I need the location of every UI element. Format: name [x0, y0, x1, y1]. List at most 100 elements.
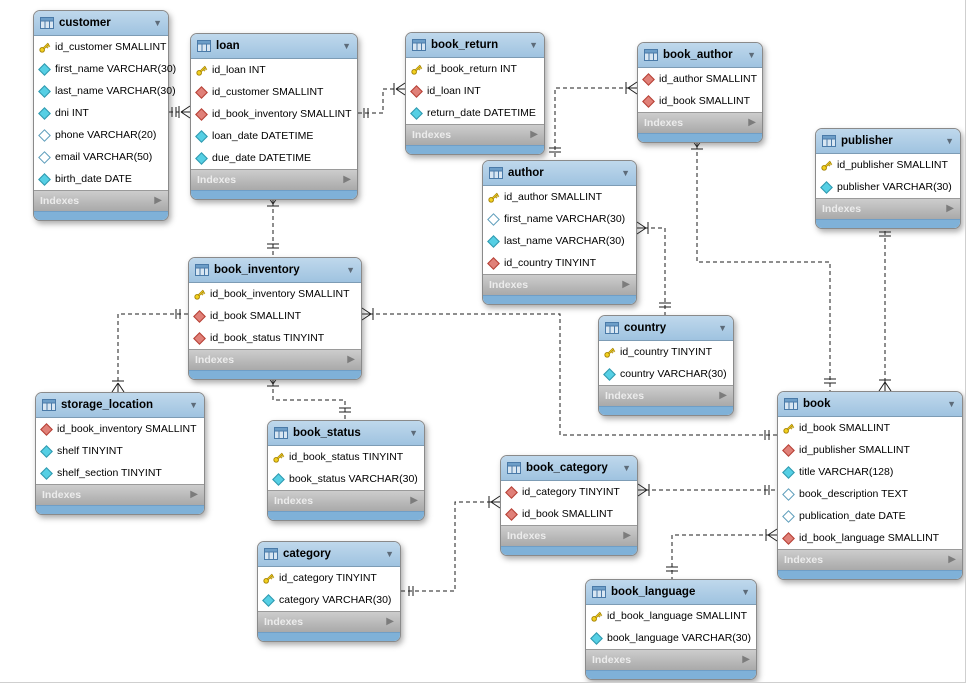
table-header[interactable]: book_author ▼: [638, 43, 762, 68]
column-row[interactable]: id_publisher SMALLINT: [778, 439, 962, 461]
column-row[interactable]: dni INT: [34, 102, 168, 124]
relationship-book-book_category[interactable]: [637, 483, 777, 497]
indexes-footer[interactable]: Indexes▶: [191, 169, 357, 190]
table-header[interactable]: author ▼: [483, 161, 636, 186]
column-row[interactable]: id_book SMALLINT: [638, 90, 762, 112]
column-row[interactable]: id_book_language SMALLINT: [778, 527, 962, 549]
table-category[interactable]: category ▼ id_category TINYINT category …: [257, 541, 401, 642]
column-row[interactable]: id_loan INT: [191, 59, 357, 81]
column-row[interactable]: id_country TINYINT: [483, 252, 636, 274]
collapse-arrow-icon[interactable]: ▼: [189, 399, 198, 410]
column-row[interactable]: id_author SMALLINT: [638, 68, 762, 90]
table-book_category[interactable]: book_category ▼ id_category TINYINT id_b…: [500, 455, 638, 556]
collapse-arrow-icon[interactable]: ▼: [153, 17, 162, 28]
column-row[interactable]: id_book SMALLINT: [501, 503, 637, 525]
column-row[interactable]: title VARCHAR(128): [778, 461, 962, 483]
expand-arrow-icon[interactable]: ▶: [948, 554, 956, 565]
table-book_return[interactable]: book_return ▼ id_book_return INT id_loan…: [405, 32, 545, 155]
expand-arrow-icon[interactable]: ▶: [386, 616, 394, 627]
column-row[interactable]: id_book_inventory SMALLINT: [36, 418, 204, 440]
column-row[interactable]: country VARCHAR(30): [599, 363, 733, 385]
indexes-footer[interactable]: Indexes▶: [778, 549, 962, 570]
column-row[interactable]: id_book_inventory SMALLINT: [189, 283, 361, 305]
expand-arrow-icon[interactable]: ▶: [623, 530, 631, 541]
collapse-arrow-icon[interactable]: ▼: [385, 548, 394, 559]
indexes-footer[interactable]: Indexes▶: [483, 274, 636, 295]
table-header[interactable]: publisher ▼: [816, 129, 960, 154]
indexes-footer[interactable]: Indexes▶: [258, 611, 400, 632]
table-storage_location[interactable]: storage_location ▼ id_book_inventory SMA…: [35, 392, 205, 515]
column-row[interactable]: book_description TEXT: [778, 483, 962, 505]
expand-arrow-icon[interactable]: ▶: [530, 129, 538, 140]
collapse-arrow-icon[interactable]: ▼: [409, 427, 418, 438]
indexes-footer[interactable]: Indexes▶: [34, 190, 168, 211]
collapse-arrow-icon[interactable]: ▼: [945, 135, 954, 146]
table-header[interactable]: book_inventory ▼: [189, 258, 361, 283]
column-row[interactable]: birth_date DATE: [34, 168, 168, 190]
table-author[interactable]: author ▼ id_author SMALLINT first_name V…: [482, 160, 637, 305]
column-row[interactable]: last_name VARCHAR(30): [34, 80, 176, 102]
column-row[interactable]: return_date DATETIME: [406, 102, 544, 124]
table-book_author[interactable]: book_author ▼ id_author SMALLINT id_book…: [637, 42, 763, 143]
table-book_inventory[interactable]: book_inventory ▼ id_book_inventory SMALL…: [188, 257, 362, 380]
indexes-footer[interactable]: Indexes▶: [599, 385, 733, 406]
table-book_language[interactable]: book_language ▼ id_book_language SMALLIN…: [585, 579, 757, 680]
indexes-footer[interactable]: Indexes▶: [189, 349, 361, 370]
expand-arrow-icon[interactable]: ▶: [343, 174, 351, 185]
column-row[interactable]: category VARCHAR(30): [258, 589, 400, 611]
table-customer[interactable]: customer ▼ id_customer SMALLINT first_na…: [33, 10, 176, 221]
collapse-arrow-icon[interactable]: ▼: [529, 39, 538, 50]
indexes-footer[interactable]: Indexes▶: [268, 490, 424, 511]
expand-arrow-icon[interactable]: ▶: [347, 354, 355, 365]
table-book_status[interactable]: book_status ▼ id_book_status TINYINT boo…: [267, 420, 425, 521]
relationship-book_inventory-storage_location[interactable]: [111, 309, 188, 393]
column-row[interactable]: id_publisher SMALLINT: [816, 154, 960, 176]
table-header[interactable]: book_language ▼: [586, 580, 756, 605]
relationship-book_language-book[interactable]: [666, 528, 778, 579]
relationship-customer-loan[interactable]: [169, 105, 191, 119]
indexes-footer[interactable]: Indexes▶: [816, 198, 960, 219]
table-header[interactable]: loan ▼: [191, 34, 357, 59]
column-row[interactable]: id_customer SMALLINT: [34, 36, 168, 58]
column-row[interactable]: id_book SMALLINT: [189, 305, 361, 327]
relationship-category-book_category[interactable]: [401, 495, 501, 596]
collapse-arrow-icon[interactable]: ▼: [747, 49, 756, 60]
collapse-arrow-icon[interactable]: ▼: [346, 264, 355, 275]
column-row[interactable]: id_customer SMALLINT: [191, 81, 357, 103]
relationship-book-book_inventory[interactable]: [361, 307, 777, 440]
expand-arrow-icon[interactable]: ▶: [622, 279, 630, 290]
indexes-footer[interactable]: Indexes▶: [36, 484, 204, 505]
collapse-arrow-icon[interactable]: ▼: [947, 398, 956, 409]
column-row[interactable]: loan_date DATETIME: [191, 125, 357, 147]
table-header[interactable]: category ▼: [258, 542, 400, 567]
table-header[interactable]: book_return ▼: [406, 33, 544, 58]
column-row[interactable]: first_name VARCHAR(30): [34, 58, 176, 80]
indexes-footer[interactable]: Indexes▶: [586, 649, 756, 670]
expand-arrow-icon[interactable]: ▶: [748, 117, 756, 128]
collapse-arrow-icon[interactable]: ▼: [741, 586, 750, 597]
indexes-footer[interactable]: Indexes▶: [638, 112, 762, 133]
column-row[interactable]: id_book SMALLINT: [778, 417, 962, 439]
expand-arrow-icon[interactable]: ▶: [190, 489, 198, 500]
table-loan[interactable]: loan ▼ id_loan INT id_customer SMALLINT …: [190, 33, 358, 200]
collapse-arrow-icon[interactable]: ▼: [718, 322, 727, 333]
indexes-footer[interactable]: Indexes▶: [501, 525, 637, 546]
column-row[interactable]: id_book_status TINYINT: [189, 327, 361, 349]
table-header[interactable]: customer ▼: [34, 11, 168, 36]
column-row[interactable]: shelf TINYINT: [36, 440, 204, 462]
indexes-footer[interactable]: Indexes▶: [406, 124, 544, 145]
relationship-loan-book_return[interactable]: [358, 82, 406, 118]
table-country[interactable]: country ▼ id_country TINYINT country VAR…: [598, 315, 734, 416]
column-row[interactable]: id_book_language SMALLINT: [586, 605, 756, 627]
table-header[interactable]: country ▼: [599, 316, 733, 341]
column-row[interactable]: id_category TINYINT: [501, 481, 637, 503]
column-row[interactable]: book_language VARCHAR(30): [586, 627, 756, 649]
table-book[interactable]: book ▼ id_book SMALLINT id_publisher SMA…: [777, 391, 963, 580]
collapse-arrow-icon[interactable]: ▼: [622, 462, 631, 473]
table-header[interactable]: book_status ▼: [268, 421, 424, 446]
relationship-book_status-book_inventory[interactable]: [266, 374, 351, 420]
collapse-arrow-icon[interactable]: ▼: [342, 40, 351, 51]
expand-arrow-icon[interactable]: ▶: [742, 654, 750, 665]
relationship-book_inventory-loan[interactable]: [266, 194, 280, 257]
expand-arrow-icon[interactable]: ▶: [946, 203, 954, 214]
